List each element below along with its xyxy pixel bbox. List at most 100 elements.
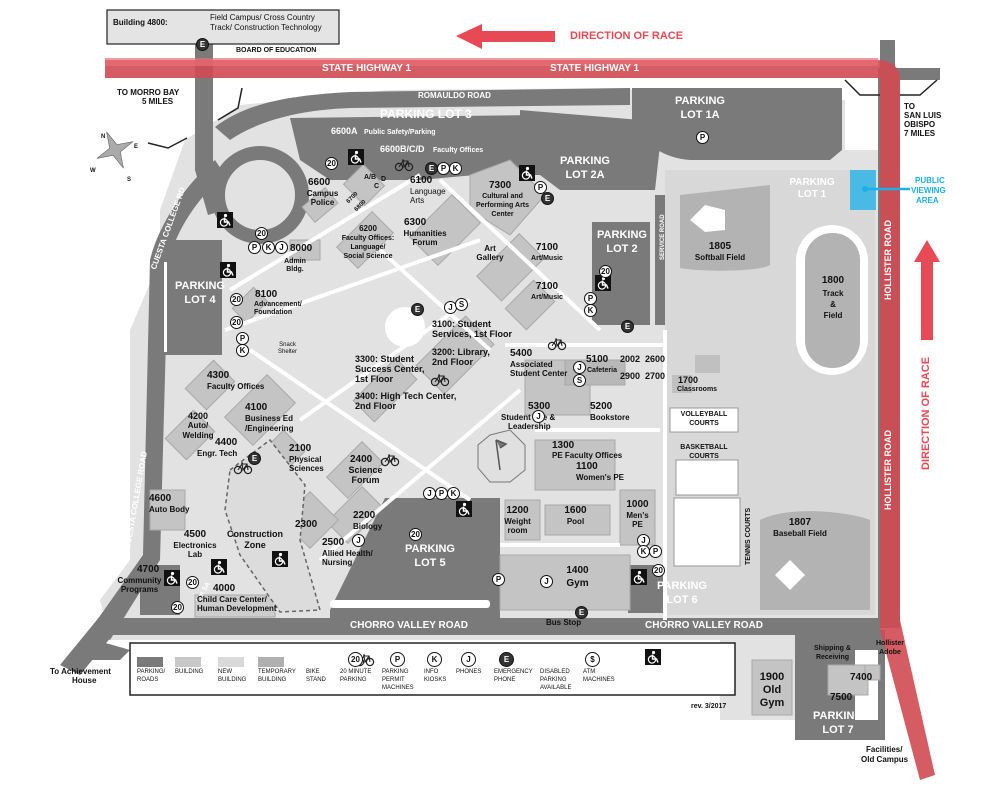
building-4800-desc: Track/ Construction Technology bbox=[210, 23, 322, 32]
legend-atm-icon: $ bbox=[585, 652, 600, 667]
emergency-phone-icon[interactable]: E bbox=[575, 606, 588, 619]
parking-lot-4-label: LOT 4 bbox=[184, 294, 216, 306]
twenty-minute-parking-icon[interactable]: 20 bbox=[652, 564, 665, 577]
race-route bbox=[105, 58, 935, 780]
parking-permit-icon[interactable]: P bbox=[248, 241, 261, 254]
parking-lot-5-label: LOT 5 bbox=[414, 557, 446, 569]
building-4200-name: Welding bbox=[182, 431, 214, 440]
hollister-road-label: HOLLISTER ROAD bbox=[883, 220, 893, 300]
building-2200-name: Biology bbox=[353, 522, 383, 531]
building-1600-number: 1600 bbox=[564, 505, 587, 516]
building-1900-name: Old bbox=[762, 684, 782, 696]
slo-distance: 7 MILES bbox=[904, 129, 936, 138]
building-2500-name: Nursing bbox=[322, 558, 353, 567]
athletic-area bbox=[665, 170, 875, 615]
building-1000-name: Men's bbox=[626, 511, 649, 520]
to-morro-bay-label: TO MORRO BAY bbox=[117, 88, 180, 97]
building-6600-name: Police bbox=[310, 198, 335, 207]
legend-label-disabled-parking: AVAILABLE bbox=[540, 685, 572, 691]
building-4800-box[interactable] bbox=[106, 9, 340, 45]
twenty-minute-parking-icon[interactable]: 20 bbox=[186, 576, 199, 589]
volleyball-courts-label: COURTS bbox=[689, 420, 719, 427]
building-1100-name: Women's PE bbox=[576, 473, 624, 482]
parking-lot-5 bbox=[330, 498, 500, 618]
building-6200-name: Social Science bbox=[343, 253, 393, 260]
softball-field-number: 1805 bbox=[708, 241, 732, 252]
building-4800-desc: Field Campus/ Cross Country bbox=[210, 13, 315, 22]
building-8000-number: 8000 bbox=[290, 243, 313, 254]
emergency-phone-icon[interactable]: E bbox=[196, 38, 209, 51]
emergency-phone-icon[interactable]: E bbox=[621, 320, 634, 333]
twenty-minute-parking-icon[interactable]: 20 bbox=[171, 601, 184, 614]
phone-icon[interactable]: J bbox=[352, 534, 365, 547]
legend-label-new-building: BUILDING bbox=[218, 677, 247, 683]
info-kiosk-icon[interactable]: K bbox=[637, 545, 650, 558]
direction-of-race-side-label: DIRECTION OF RACE bbox=[920, 356, 932, 470]
building-4400-number: 4400 bbox=[215, 437, 238, 448]
emergency-phone-icon[interactable]: E bbox=[411, 303, 424, 316]
atm-icon[interactable]: S bbox=[573, 374, 586, 387]
twenty-minute-parking-icon[interactable]: 20 bbox=[325, 157, 338, 170]
twenty-minute-parking-icon[interactable]: 20 bbox=[230, 316, 243, 329]
legend-label-parking-permit: PERMIT bbox=[382, 677, 405, 683]
building-3300-label: Success Center, bbox=[355, 364, 425, 374]
phone-icon[interactable]: J bbox=[540, 575, 553, 588]
snack-shelter-label: Shelter bbox=[277, 349, 297, 355]
legend-phone-icon: J bbox=[461, 652, 476, 667]
phone-icon[interactable]: J bbox=[275, 241, 288, 254]
parking-permit-icon[interactable]: P bbox=[492, 573, 505, 586]
legend-label-emergency-phone: EMERGENCY bbox=[494, 669, 533, 675]
legend-label-building: BUILDING bbox=[175, 669, 204, 675]
parking-permit-icon[interactable]: P bbox=[437, 162, 450, 175]
twenty-minute-parking-icon[interactable]: 20 bbox=[230, 293, 243, 306]
disabled-parking-icon bbox=[216, 211, 234, 229]
info-kiosk-icon[interactable]: K bbox=[236, 344, 249, 357]
building-7300-number: 7300 bbox=[489, 180, 512, 191]
education-drive-label: EDUCATION DRIVE bbox=[180, 82, 186, 138]
info-kiosk-icon[interactable]: K bbox=[449, 162, 462, 175]
parking-lot-4 bbox=[158, 240, 222, 355]
info-kiosk-icon[interactable]: K bbox=[262, 241, 275, 254]
to-achievement-house-label: To Achievement bbox=[50, 667, 111, 676]
building-5400-name: Student Center bbox=[510, 369, 568, 378]
building-6100-name: Language bbox=[410, 187, 446, 196]
legend-box bbox=[129, 642, 736, 696]
disabled-parking-icon bbox=[210, 558, 228, 576]
achievement-house-label: House bbox=[72, 676, 97, 685]
parking-lot-2-label: LOT 2 bbox=[606, 243, 638, 255]
emergency-phone-icon[interactable]: E bbox=[248, 452, 261, 465]
info-kiosk-icon[interactable]: K bbox=[447, 487, 460, 500]
twenty-minute-parking-icon[interactable]: 20 bbox=[255, 227, 268, 240]
baseball-field-number: 1807 bbox=[788, 517, 812, 528]
parking-permit-icon[interactable]: P bbox=[534, 181, 547, 194]
building-1000-number: 1000 bbox=[626, 499, 649, 510]
info-kiosk-icon[interactable]: K bbox=[584, 304, 597, 317]
parking-permit-icon[interactable]: P bbox=[649, 545, 662, 558]
building-6600-name: Campus bbox=[306, 189, 339, 198]
construction-zone bbox=[224, 438, 321, 613]
twenty-minute-parking-icon[interactable]: 20 bbox=[409, 528, 422, 541]
building-2100-number: 2100 bbox=[289, 443, 312, 454]
building-5300-name: Leadership bbox=[508, 422, 551, 431]
parking-permit-icon[interactable]: P bbox=[696, 131, 709, 144]
building-6300-name: Humanities bbox=[403, 229, 447, 238]
building-3200-label: 2nd Floor bbox=[432, 357, 473, 367]
emergency-phone-icon[interactable]: E bbox=[541, 192, 554, 205]
building-2900: 2900 bbox=[620, 371, 641, 381]
building-5200-number: 5200 bbox=[590, 401, 613, 412]
building-2002: 2002 bbox=[620, 354, 641, 364]
building-1700-number: 1700 bbox=[678, 375, 699, 385]
atm-icon[interactable]: S bbox=[455, 298, 468, 311]
volleyball-courts-label: VOLLEYBALL bbox=[680, 411, 728, 418]
building-6200-number: 6200 bbox=[359, 224, 377, 233]
phone-icon[interactable]: J bbox=[573, 361, 586, 374]
softball-field-name: Softball Field bbox=[694, 253, 746, 262]
phone-icon[interactable]: J bbox=[532, 410, 545, 423]
bus-stop-label: Bus Stop bbox=[546, 618, 582, 627]
building-2300-number: 2300 bbox=[295, 519, 318, 530]
direction-of-race-label: DIRECTION OF RACE bbox=[570, 30, 684, 42]
twenty-minute-parking-icon[interactable]: 20 bbox=[599, 265, 612, 278]
legend-label-emergency-phone: PHONE bbox=[494, 677, 516, 683]
track-field-number: 1800 bbox=[821, 275, 845, 286]
